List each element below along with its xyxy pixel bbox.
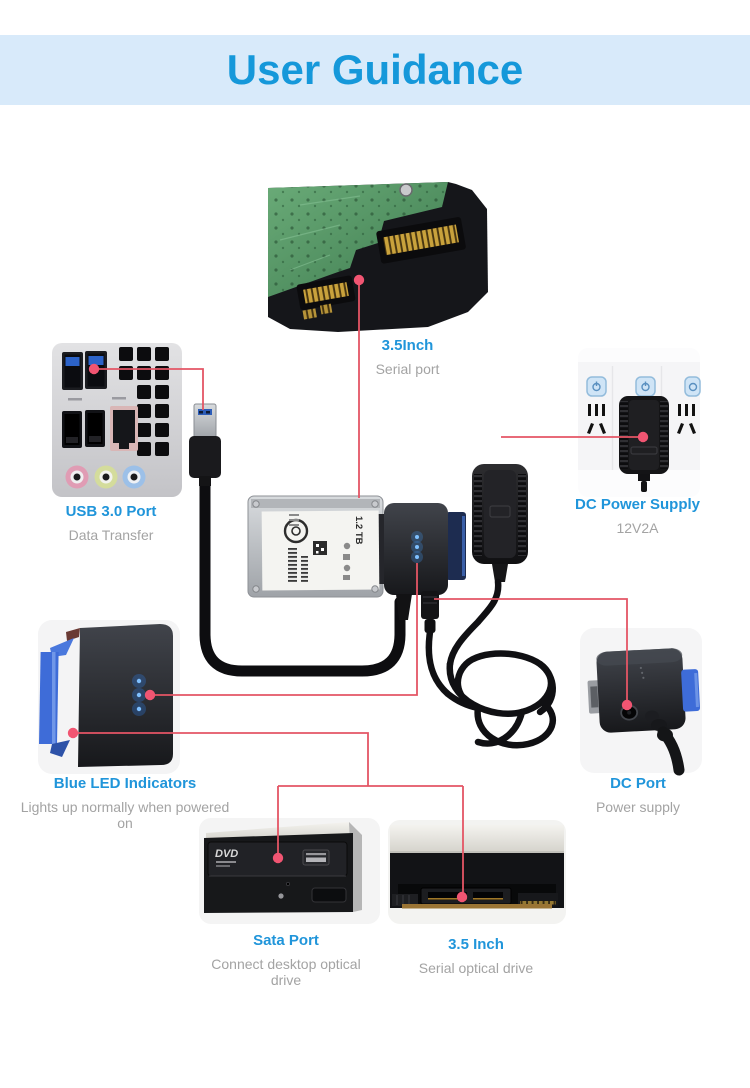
screw-icon (399, 183, 413, 197)
hdd-25: 1.2 TB (247, 495, 390, 598)
photo-led-closeup (38, 620, 180, 774)
coiled-cable (425, 578, 556, 749)
label-subtitle: Lights up normally when powered on (20, 799, 230, 832)
vent-grid (119, 347, 169, 456)
label-title: USB 3.0 Port (65, 503, 157, 520)
led-indicators (411, 531, 423, 563)
usb-plug (189, 403, 221, 486)
label-title: 3.5Inch (381, 337, 434, 354)
callout-dot (637, 431, 649, 443)
photo-dvd-drive-front: DVD (199, 818, 380, 924)
output-cable (645, 710, 685, 776)
pcb-edge (402, 904, 552, 909)
compact-disc-logo-icon (302, 849, 330, 866)
callout-line-led (150, 563, 418, 696)
photo-35-hdd (268, 182, 488, 332)
label-dc-port: DC Port Power supply (568, 775, 708, 815)
cable-strain-relief (396, 594, 412, 620)
callout-dot (353, 274, 365, 286)
photo-motherboard-ports (52, 343, 182, 497)
outlet-holes (587, 404, 696, 434)
callout-dot (272, 852, 284, 864)
hdd-capacity-text: 1.2 TB (353, 516, 364, 545)
callout-dot (144, 689, 156, 701)
header-banner: User Guidance (0, 35, 750, 105)
label-title: Blue LED Indicators (53, 775, 197, 792)
wall-power-adapter (472, 464, 528, 582)
label-dc-power-supply: DC Power Supply 12V2A (565, 496, 710, 536)
callout-line-usb3 (94, 368, 204, 410)
photo-center-assembly: 1.2 TB (189, 403, 556, 749)
label-title: Sata Port (253, 932, 319, 949)
callout-lines (73, 280, 643, 892)
adapter-body (596, 648, 686, 733)
label-subtitle: Power supply (595, 799, 681, 816)
page-title: User Guidance (226, 46, 524, 93)
label-subtitle: Connect desktop optical drive (211, 956, 361, 989)
label-subtitle: 12V2A (616, 520, 659, 537)
callout-dot (456, 891, 468, 903)
drive-led (278, 893, 284, 899)
photo-power-outlet (578, 348, 701, 497)
label-title: 3.5 Inch (448, 936, 504, 953)
blue-sata-connector (39, 638, 74, 757)
usb-cable (199, 462, 406, 677)
callout-dot (621, 699, 633, 711)
adapter-body (78, 624, 173, 767)
label-blue-led-indicators: Blue LED Indicators Lights up normally w… (14, 775, 236, 831)
label-usb3-port: USB 3.0 Port Data Transfer (40, 503, 182, 543)
certification-marks (289, 514, 351, 580)
dc-plug (421, 591, 439, 633)
emergency-eject-hole (285, 882, 290, 887)
label-title: DC Port (610, 775, 666, 792)
photo-dc-port-closeup (580, 628, 702, 776)
label-sata-port: Sata Port Connect desktop optical drive (198, 932, 374, 988)
led-indicators-closeup (132, 674, 146, 716)
power-button-icon (684, 376, 701, 397)
sata-usb-adapter (384, 503, 466, 620)
callout-dot (88, 363, 100, 375)
sata-power-connector (376, 217, 466, 264)
usb-symbol-icon (68, 398, 82, 401)
photo-optical-drive-rear (388, 820, 566, 924)
label-subtitle: Serial port (375, 361, 440, 378)
ethernet-port (110, 406, 138, 451)
label-subtitle: Serial optical drive (418, 960, 534, 977)
label-serial-port-35: 3.5Inch Serial port (340, 337, 475, 377)
eject-button (311, 887, 347, 903)
callout-line-sata-fork (73, 732, 464, 892)
callout-line-dc-port (434, 598, 628, 701)
ethernet-symbol-icon (112, 397, 126, 400)
label-35-inch: 3.5 Inch Serial optical drive (388, 936, 564, 976)
power-button-icon (635, 376, 656, 397)
callout-dots (67, 274, 649, 903)
audio-jacks (65, 465, 146, 489)
power-button-icon (586, 376, 607, 397)
label-subtitle: Data Transfer (68, 527, 154, 544)
power-buttons (586, 376, 701, 397)
dvd-logo-text: DVD (215, 848, 238, 860)
callout-dot (67, 727, 79, 739)
usb2-ports (62, 410, 105, 448)
label-title: DC Power Supply (574, 496, 701, 513)
sata-data-connector (296, 275, 356, 311)
